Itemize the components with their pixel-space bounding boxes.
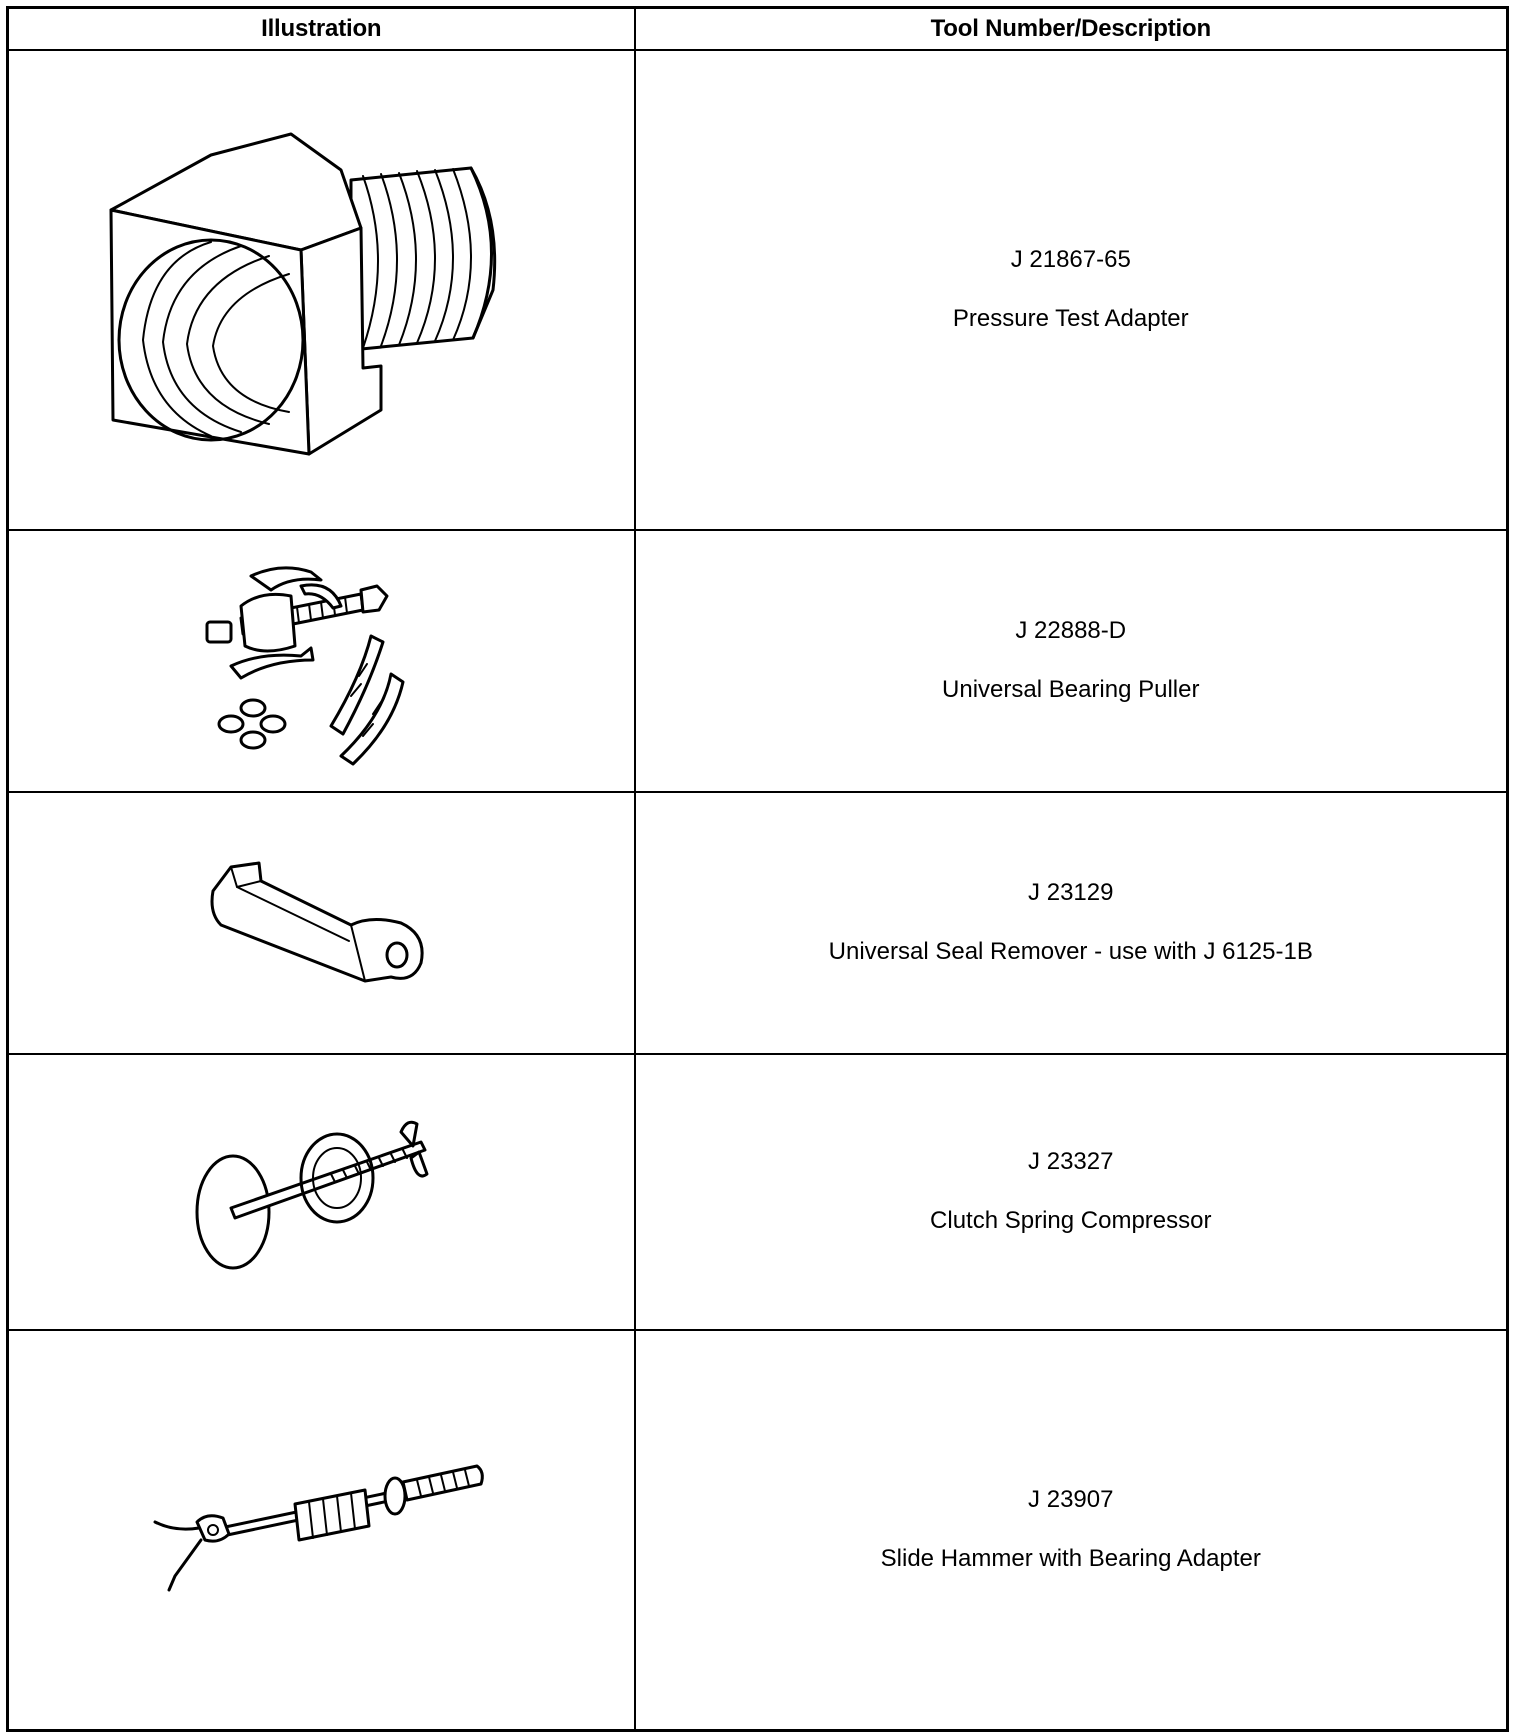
table-row: J 22888-D Universal Bearing Puller xyxy=(6,529,1509,793)
illustration-cell xyxy=(6,1329,636,1731)
tool-number: J 21867-65 xyxy=(1010,246,1131,274)
tool-number: J 23327 xyxy=(1028,1148,1114,1176)
table-row: J 21867-65 Pressure Test Adapter xyxy=(6,49,1509,531)
tool-description: Slide Hammer with Bearing Adapter xyxy=(880,1544,1261,1572)
tool-number: J 23129 xyxy=(1028,879,1114,907)
tool-number: J 22888-D xyxy=(1015,617,1127,645)
header-tool-number-description: Tool Number/Description xyxy=(633,6,1509,51)
seal-remover-icon xyxy=(210,861,424,983)
pressure-test-adapter-icon xyxy=(109,132,497,456)
table-row: J 23129 Universal Seal Remover - use wit… xyxy=(6,791,1509,1055)
header-illustration: Illustration xyxy=(6,6,636,51)
table-row: J 23907 Slide Hammer with Bearing Adapte… xyxy=(6,1329,1509,1731)
tool-number: J 23907 xyxy=(1028,1485,1114,1513)
tool-description: Universal Bearing Puller xyxy=(942,676,1200,703)
tool-description-cell: J 23129 Universal Seal Remover - use wit… xyxy=(633,791,1509,1055)
tool-description-cell: J 21867-65 Pressure Test Adapter xyxy=(633,49,1509,531)
table-header-row: Illustration Tool Number/Description xyxy=(6,6,1509,51)
illustration-cell xyxy=(6,1053,636,1331)
tool-description-cell: J 23327 Clutch Spring Compressor xyxy=(633,1053,1509,1331)
illustration-cell xyxy=(6,49,636,531)
bearing-puller-icon xyxy=(205,566,405,766)
tool-description-cell: J 22888-D Universal Bearing Puller xyxy=(633,529,1509,793)
tool-description: Pressure Test Adapter xyxy=(952,305,1189,332)
tool-description-cell: J 23907 Slide Hammer with Bearing Adapte… xyxy=(633,1329,1509,1731)
illustration-cell xyxy=(6,529,636,793)
slide-hammer-icon xyxy=(153,1464,485,1592)
tool-description: Clutch Spring Compressor xyxy=(930,1207,1212,1234)
special-tools-table: Illustration Tool Number/Description xyxy=(6,6,1509,1732)
tool-description: Universal Seal Remover - use with J 6125… xyxy=(828,938,1313,965)
illustration-cell xyxy=(6,791,636,1055)
spring-compressor-icon xyxy=(195,1120,429,1270)
table-row: J 23327 Clutch Spring Compressor xyxy=(6,1053,1509,1331)
